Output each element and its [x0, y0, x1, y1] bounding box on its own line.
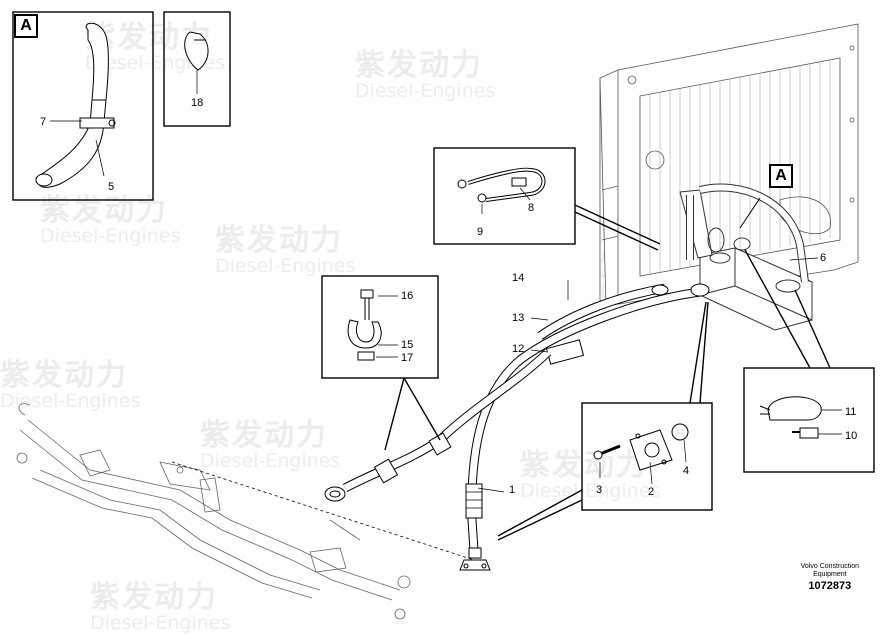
- callout-13: 13: [512, 312, 525, 324]
- caption-line2: Equipment: [813, 571, 847, 578]
- leader-lines: [384, 197, 831, 541]
- callout-17: 17: [401, 352, 414, 364]
- callout-6: 6: [820, 252, 827, 264]
- callout-12: 12: [512, 343, 525, 355]
- detail-box-a: [12, 11, 154, 201]
- callout-10: 10: [845, 430, 858, 442]
- caption-line1: Volvo Construction: [800, 563, 859, 570]
- chassis-frame: [16, 403, 411, 620]
- section-label-a: A: [769, 164, 793, 188]
- callout-14: 14: [512, 272, 525, 284]
- connection-line: [171, 461, 475, 561]
- callout-15: 15: [401, 339, 414, 351]
- caption: Volvo Construction Equipment 1072873: [801, 563, 859, 593]
- callout-4: 4: [683, 465, 690, 477]
- lower-tube: [324, 348, 552, 502]
- callout-5: 5: [108, 181, 115, 193]
- callout-7: 7: [40, 116, 47, 128]
- callout-2: 2: [648, 486, 655, 498]
- detail-box-18: [163, 11, 231, 127]
- callout-1: 1: [509, 484, 516, 496]
- callout-18: 18: [191, 97, 204, 109]
- detail-label-a: A: [14, 14, 38, 38]
- callout-11: 11: [845, 406, 857, 418]
- callout-16: 16: [401, 290, 414, 302]
- detail-box-10-11: [743, 367, 875, 473]
- callout-3: 3: [596, 484, 603, 496]
- main-hose: [459, 283, 710, 571]
- detail-box-2-4: [581, 402, 713, 511]
- callout-9: 9: [477, 226, 484, 238]
- callout-leaders: [477, 257, 819, 493]
- part-number: 1072873: [808, 580, 852, 592]
- detail-box-8-9: [433, 147, 576, 245]
- callout-8: 8: [528, 202, 535, 214]
- detail-box-15-17: [321, 275, 439, 379]
- oil-cooler: [679, 183, 813, 331]
